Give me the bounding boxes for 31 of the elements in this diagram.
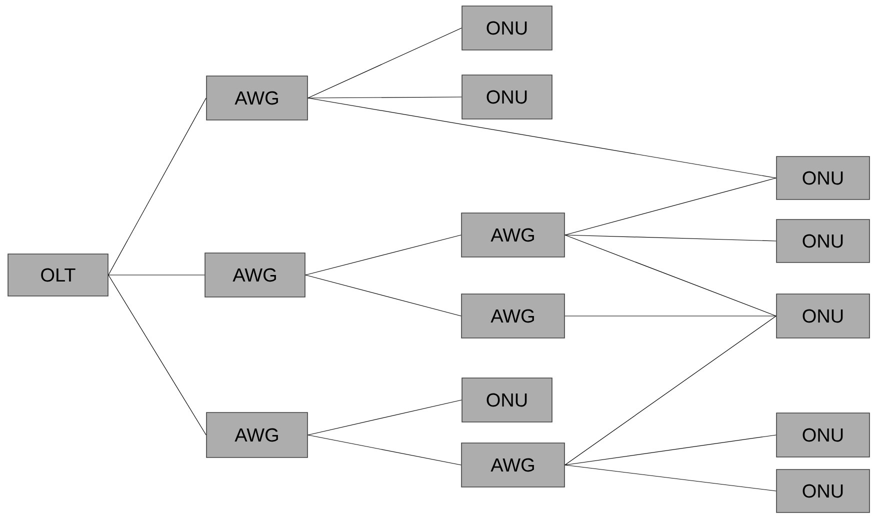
network-box: AWG — [461, 294, 565, 338]
network-box: ONU — [462, 378, 552, 422]
connector-line — [564, 316, 776, 466]
connector-line — [308, 400, 462, 436]
connector-line — [305, 274, 462, 316]
network-box: ONU — [776, 156, 870, 200]
network-box: ONU — [462, 74, 552, 120]
network-box: ONU — [462, 6, 552, 50]
connector-line — [564, 434, 776, 466]
network-box: ONU — [776, 219, 870, 263]
network-box: AWG — [204, 252, 306, 298]
network-box: ONU — [776, 294, 870, 338]
connector-line — [108, 98, 206, 276]
connector-line — [564, 464, 776, 492]
connector-line — [108, 274, 206, 436]
connector-line — [305, 234, 462, 276]
connector-line — [308, 434, 462, 466]
network-box: ONU — [776, 412, 870, 458]
network-box: OLT — [8, 254, 108, 296]
connector-line — [308, 96, 462, 98]
connector-line — [308, 98, 776, 178]
connector-line — [108, 274, 205, 276]
network-box: AWG — [461, 212, 565, 258]
network-box: AWG — [206, 76, 308, 120]
connector-line — [564, 234, 776, 242]
connector-line — [308, 28, 462, 98]
connector-line — [564, 178, 776, 236]
connector-line — [564, 234, 776, 316]
network-box: AWG — [461, 442, 565, 488]
network-box: AWG — [206, 412, 308, 458]
network-box: ONU — [776, 469, 870, 513]
